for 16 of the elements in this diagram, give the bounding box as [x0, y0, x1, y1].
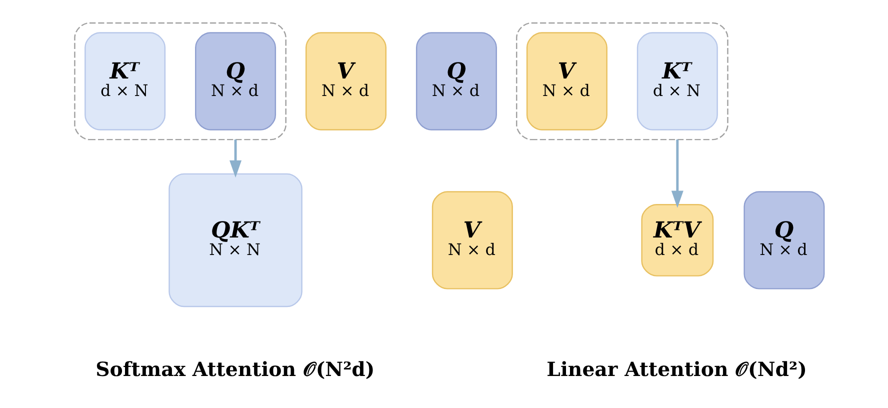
node-box: Q N × d	[194, 32, 276, 130]
node-box: V N × d	[526, 32, 607, 130]
node-box: V N × d	[305, 32, 386, 130]
arrow	[670, 140, 683, 208]
node-box: Kᵀ d × N	[84, 32, 166, 130]
cluster	[516, 22, 728, 140]
node-box: KᵀV d × d	[640, 204, 714, 276]
node-box: V N × d	[431, 191, 512, 290]
label: Softmax Attention 𝒪(N²d)	[95, 358, 374, 382]
cluster	[74, 22, 286, 140]
node-box: Kᵀ d × N	[636, 32, 718, 130]
label: Linear Attention 𝒪(Nd²)	[546, 358, 806, 382]
node-box: QKᵀ N × N	[168, 173, 302, 308]
node-box: Q N × d	[415, 32, 496, 130]
arrow	[229, 140, 242, 178]
node-box: Q N × d	[743, 191, 824, 290]
